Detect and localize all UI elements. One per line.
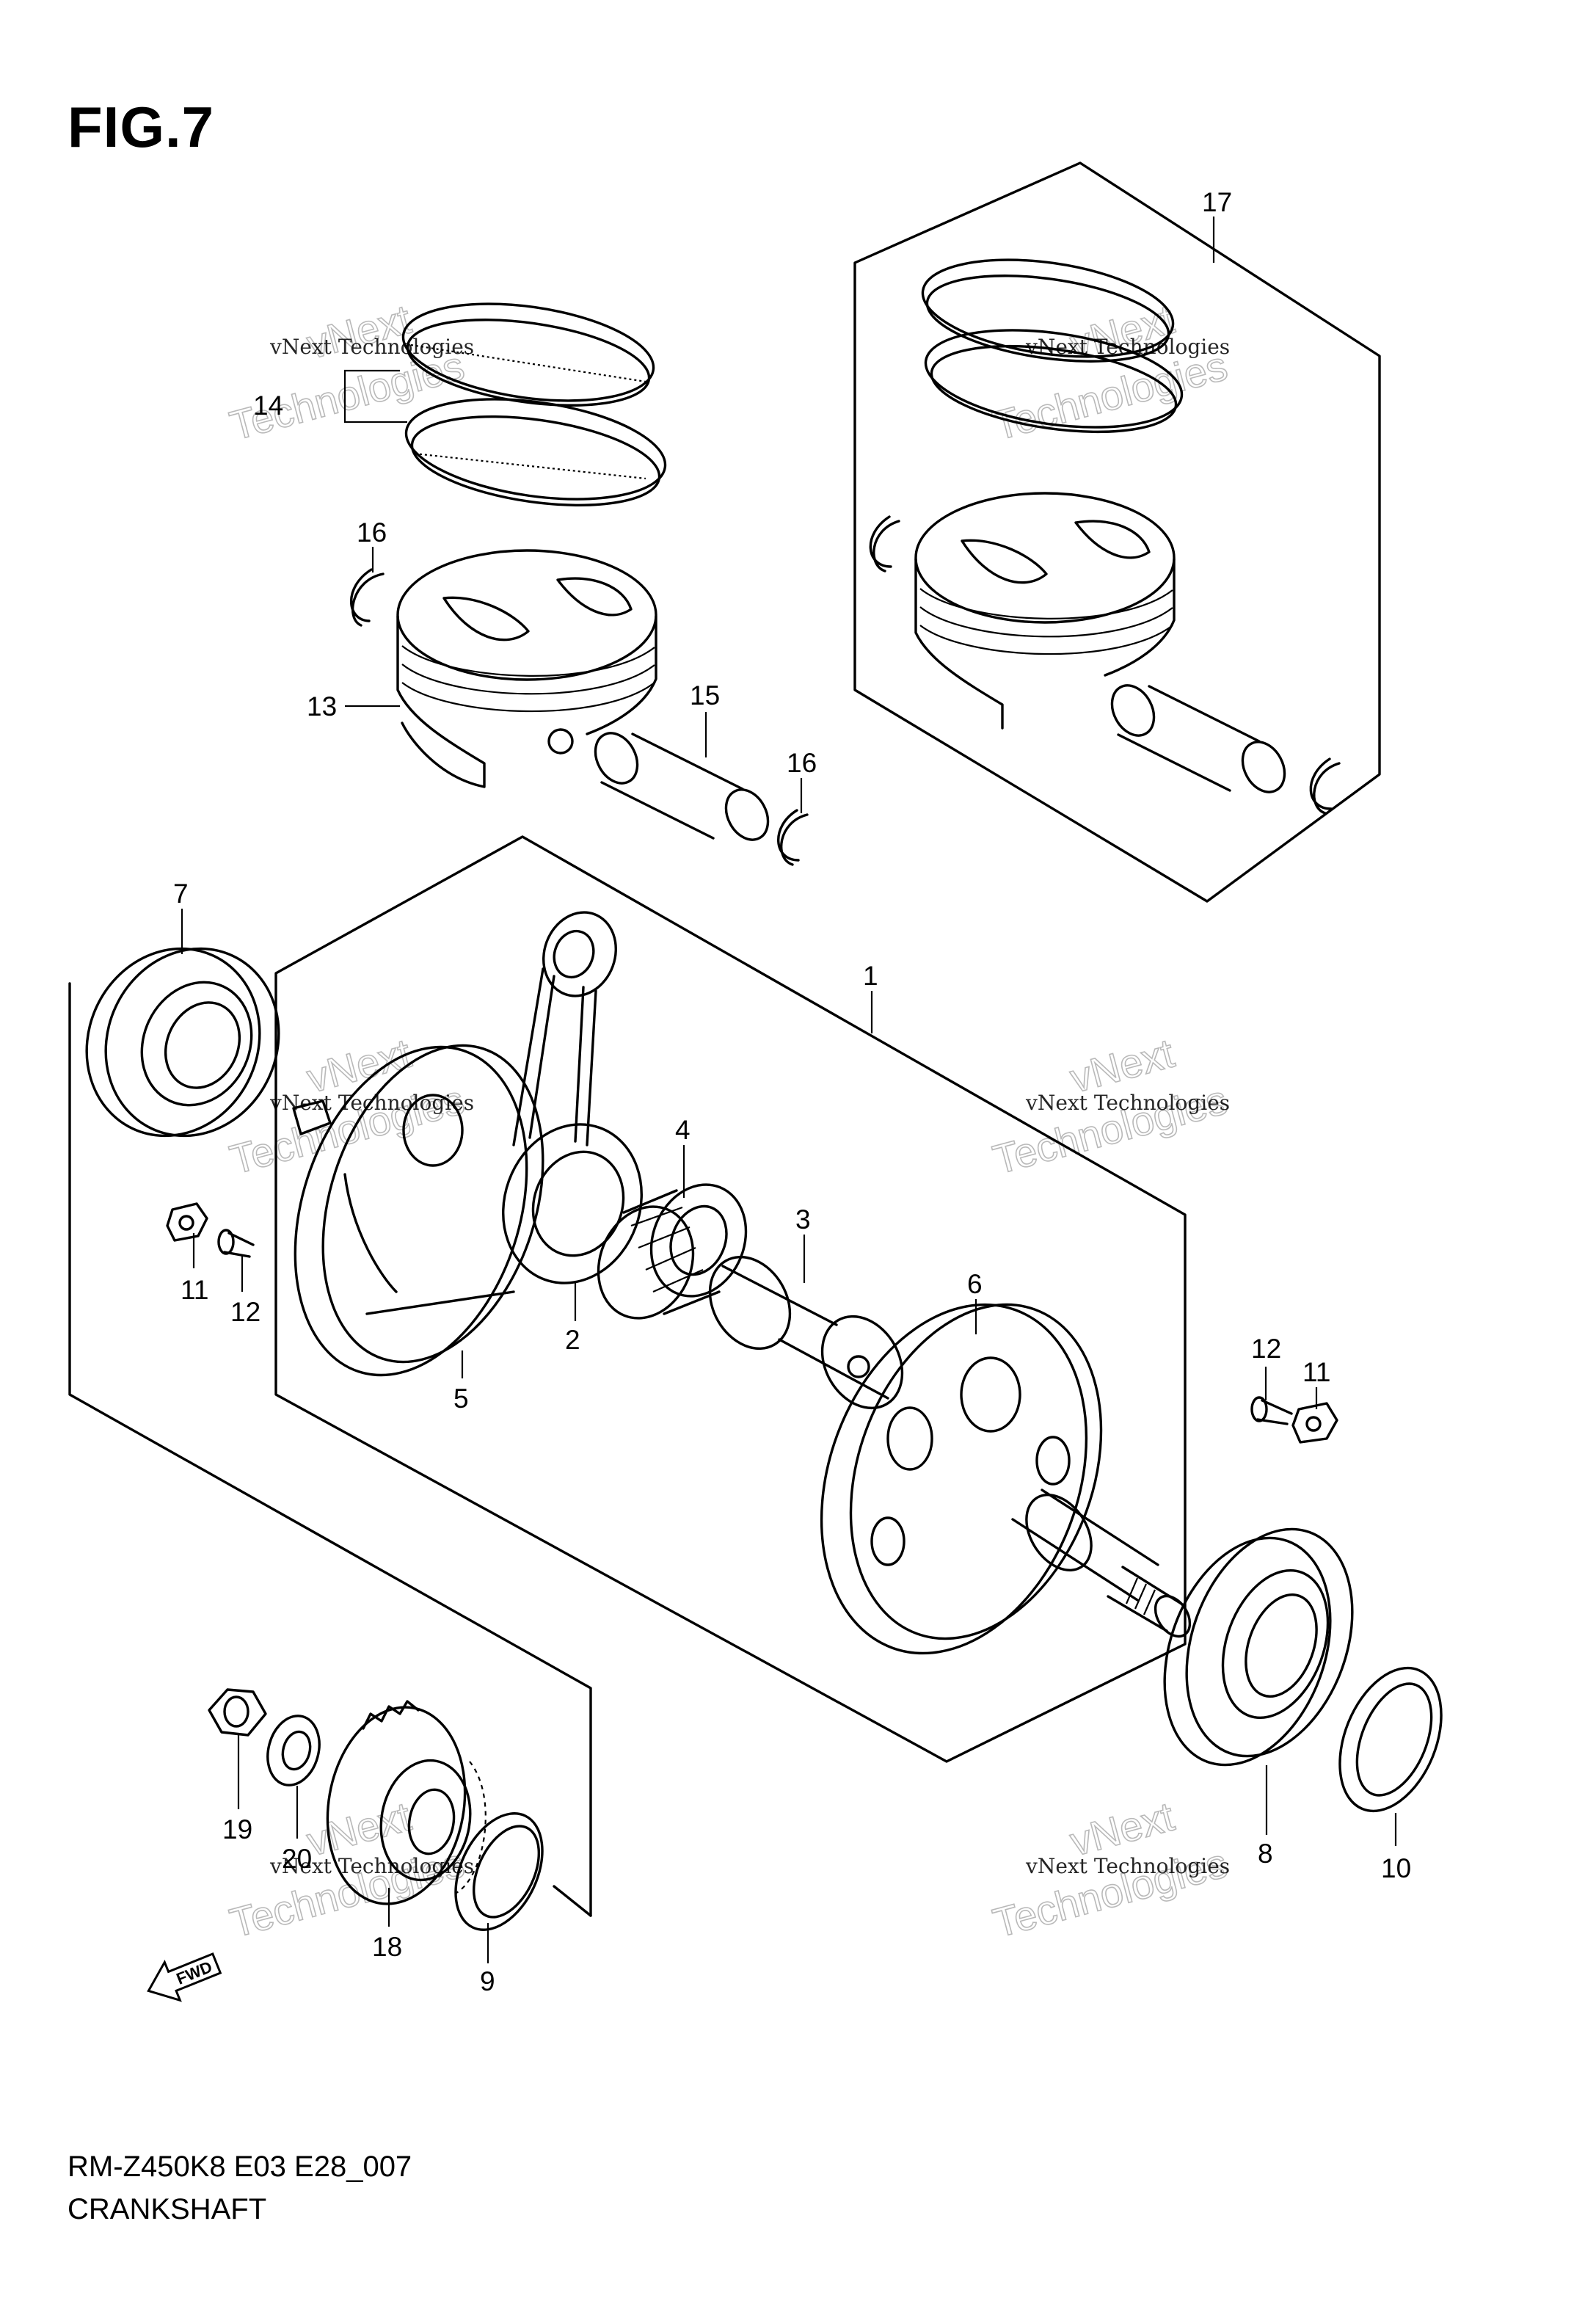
- callout-1: 1: [863, 961, 878, 991]
- part-callouts: 17 14 16 13 15 16 7 1 4 3 6 2 5 11 12 12…: [173, 187, 1411, 1996]
- connecting-rod-2: [502, 911, 643, 1284]
- callout-11-right: 11: [1302, 1357, 1330, 1387]
- bearing-7: [85, 947, 280, 1138]
- needle-bearing-4: [597, 1183, 748, 1320]
- lock-plate-11-left: [166, 1202, 208, 1242]
- callout-16-lower: 16: [787, 748, 817, 778]
- callout-11-left: 11: [181, 1275, 208, 1305]
- circlip-16-lower: [777, 809, 809, 866]
- piston-13: [396, 549, 657, 788]
- oil-seal-10: [1338, 1666, 1443, 1813]
- washer-20: [266, 1715, 321, 1786]
- callout-16-upper: 16: [357, 517, 387, 548]
- oil-seal-9: [454, 1812, 544, 1931]
- lock-plate-11-right: [1291, 1402, 1338, 1444]
- screw-12-left: [217, 1229, 255, 1258]
- callout-3: 3: [795, 1204, 811, 1235]
- callout-5: 5: [453, 1384, 469, 1414]
- watermark-2: vNext Technologies: [988, 295, 1233, 450]
- callout-2: 2: [565, 1325, 580, 1355]
- callout-4: 4: [675, 1115, 690, 1145]
- piston-rings-14: [401, 302, 667, 506]
- callout-10: 10: [1381, 1853, 1411, 1883]
- crank-web-6: [820, 1303, 1103, 1655]
- section-name: CRANKSHAFT: [68, 2193, 267, 2225]
- callout-9: 9: [480, 1966, 495, 1996]
- callout-17: 17: [1202, 187, 1232, 217]
- watermark-1: vNext Technologies: [225, 295, 470, 450]
- piston-set-17: [869, 258, 1341, 815]
- left-bracket-boundary: [68, 982, 592, 1917]
- model-code: RM-Z450K8 E03 E28_007: [68, 2151, 412, 2183]
- crankshaft-end-stub: [1011, 1488, 1192, 1638]
- callout-13: 13: [307, 691, 337, 721]
- forward-arrow-icon: FWD: [147, 1952, 222, 2002]
- crankshaft-assembly-boundary: [274, 835, 1187, 1763]
- callout-14: 14: [253, 390, 283, 421]
- left-bracket-tail: [553, 1885, 592, 1917]
- screw-12-right: [1250, 1396, 1293, 1425]
- callout-6: 6: [967, 1269, 983, 1299]
- callout-7: 7: [173, 879, 189, 909]
- crank-web-5: [292, 1044, 544, 1377]
- callout-19: 19: [222, 1814, 252, 1844]
- primary-drive-gear-18: [326, 1700, 487, 1905]
- callout-12-left: 12: [230, 1297, 260, 1327]
- callout-8: 8: [1258, 1839, 1273, 1869]
- watermark-text-6: vNext Technologies: [1025, 1854, 1230, 1878]
- callout-12-right: 12: [1251, 1334, 1281, 1364]
- piston-set-boundary: [853, 161, 1381, 903]
- piston-pin-15: [594, 732, 770, 841]
- circlip-16-upper: [349, 568, 385, 627]
- callout-15: 15: [690, 680, 720, 710]
- callout-20: 20: [282, 1844, 312, 1874]
- nut-19: [208, 1688, 267, 1737]
- bearing-8: [1163, 1527, 1354, 1767]
- callout-18: 18: [372, 1932, 402, 1962]
- leader-lines: [181, 217, 1397, 1963]
- crank-pin-3: [708, 1255, 904, 1410]
- watermark-text-1: vNext Technologies: [269, 335, 474, 359]
- watermark-text-4: vNext Technologies: [1025, 1091, 1230, 1115]
- figure-title: FIG.7: [68, 95, 215, 159]
